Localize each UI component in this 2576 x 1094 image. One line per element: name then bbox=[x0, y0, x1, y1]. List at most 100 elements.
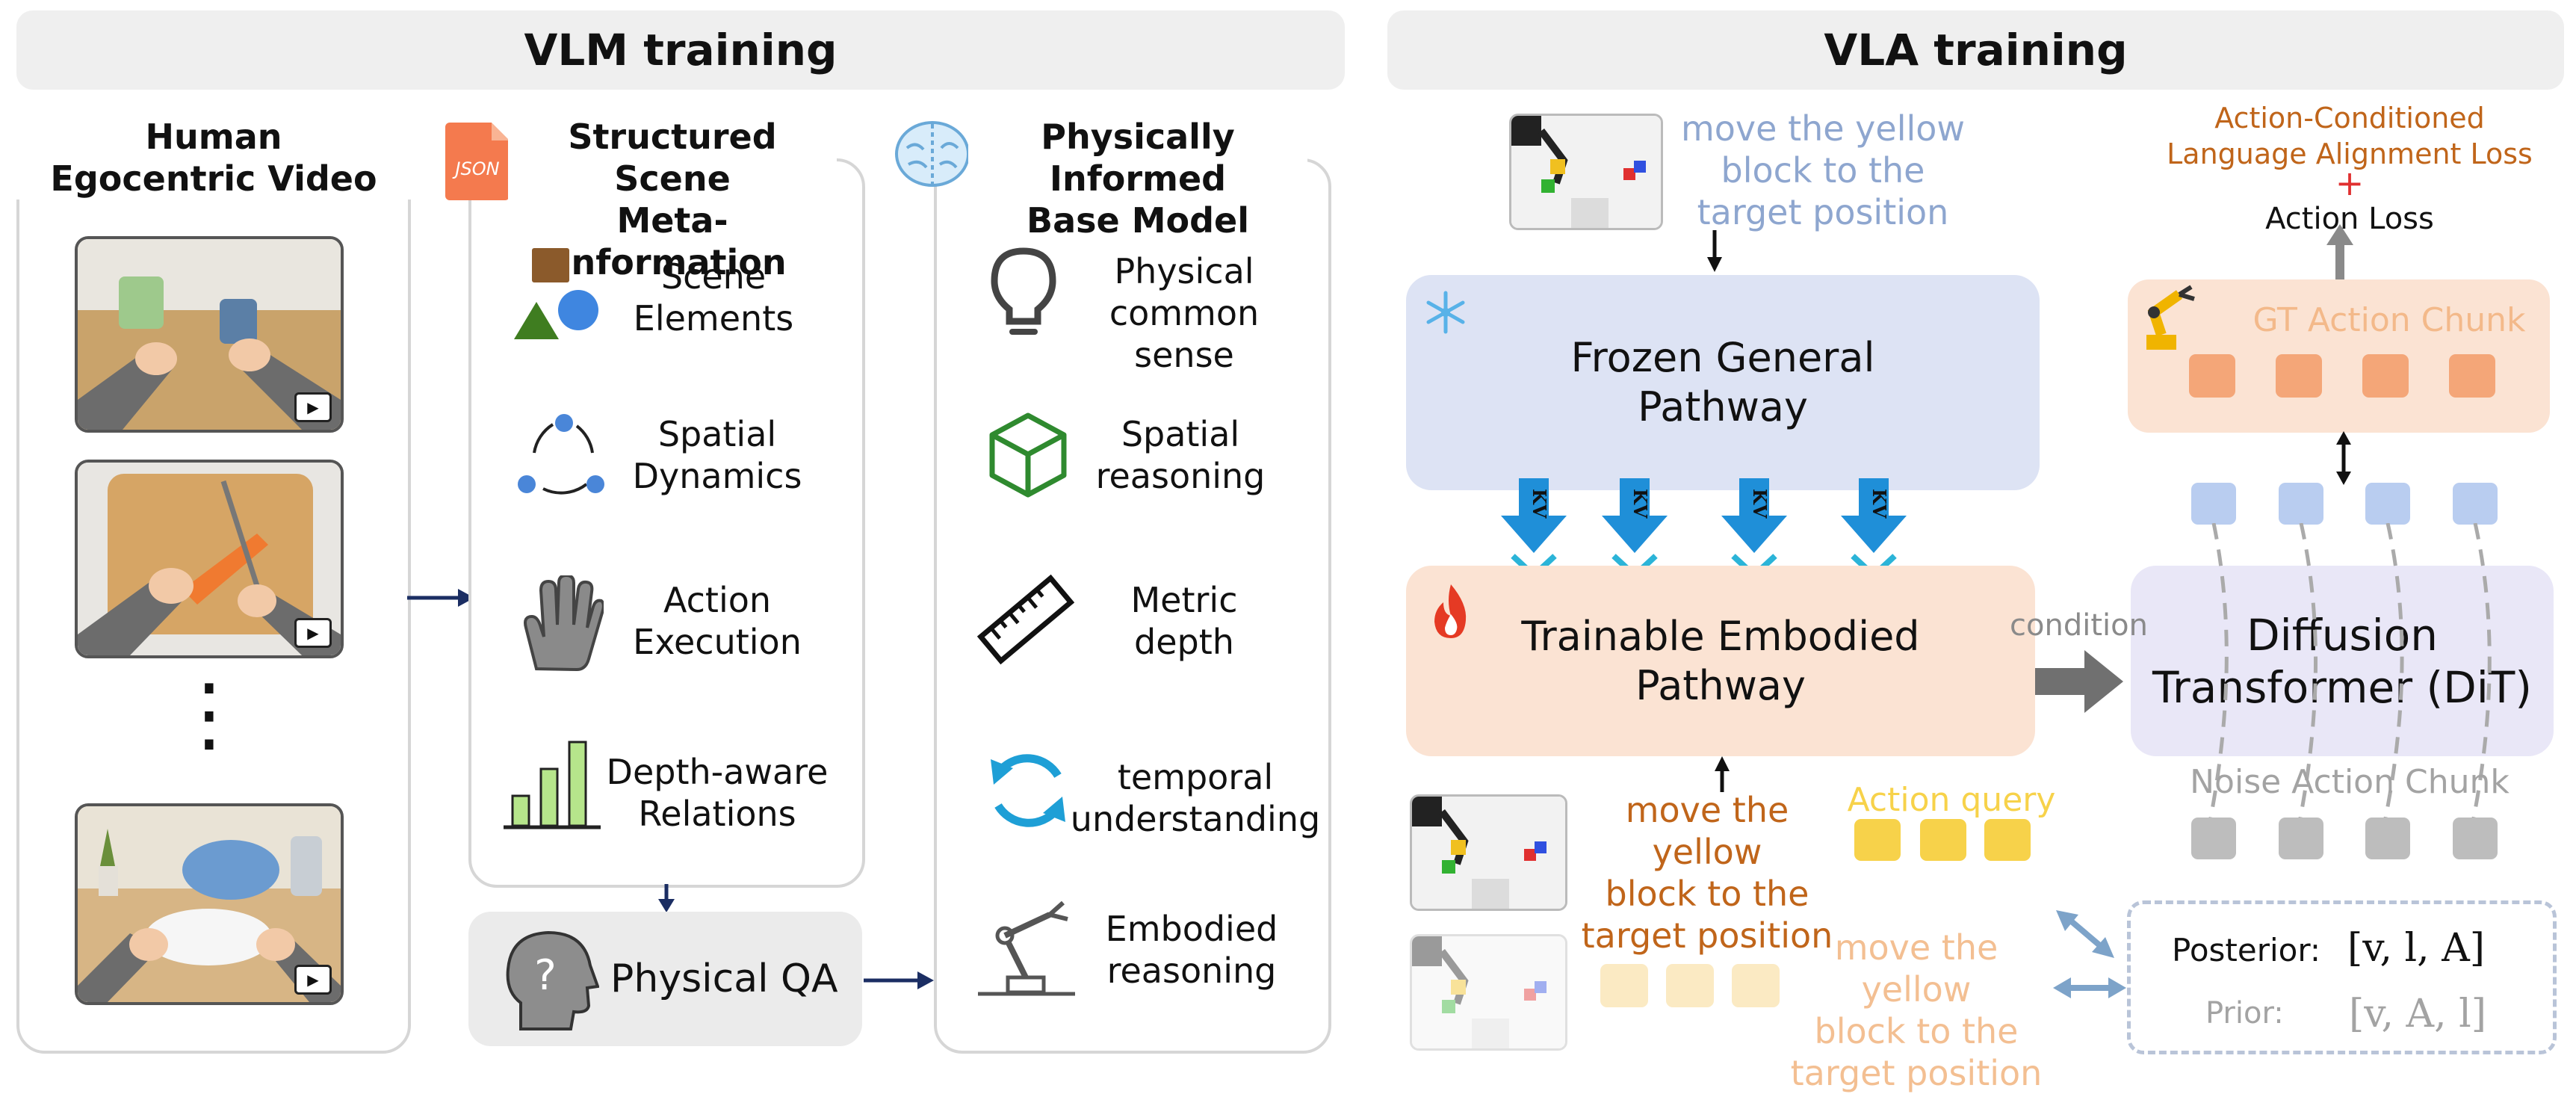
predicted-action-token bbox=[2191, 483, 2236, 525]
action-query-token bbox=[1854, 819, 1901, 861]
meta-item-spatial-dynamics: Spatial Dynamics bbox=[632, 414, 802, 496]
posterior-label: Posterior: bbox=[2172, 932, 2321, 968]
brain-icon bbox=[895, 121, 970, 187]
instruction-text: move the yellow block to the target posi… bbox=[1581, 790, 1833, 956]
prior-value: [v, A, l] bbox=[2349, 992, 2487, 1036]
arrow-to-trainable bbox=[1715, 756, 1730, 792]
snowflake-icon bbox=[1426, 291, 1465, 334]
arrow-video-to-meta bbox=[407, 589, 474, 607]
kv-arrow: KV bbox=[1498, 478, 1569, 583]
robot-arm-icon bbox=[978, 900, 1075, 996]
noise-action-token bbox=[2453, 818, 2498, 859]
action-query-label: Action query bbox=[1847, 781, 2056, 819]
vlm-training-banner: VLM training bbox=[16, 10, 1345, 90]
arrow-meta-to-qa bbox=[658, 884, 675, 912]
predicted-action-token bbox=[2365, 483, 2410, 525]
vla-training-banner: VLA training bbox=[1387, 10, 2564, 90]
dit-label: Diffusion Transformer (DiT) bbox=[2152, 609, 2532, 713]
kv-label: KV bbox=[1529, 489, 1550, 519]
arrow-to-loss bbox=[2326, 224, 2353, 280]
video-frame-bowls[interactable]: ▶ bbox=[75, 803, 344, 1005]
noise-action-token bbox=[2365, 818, 2410, 859]
vlm-training-title: VLM training bbox=[524, 25, 837, 75]
ruler-icon bbox=[977, 574, 1074, 665]
arrow-qa-to-base bbox=[864, 971, 934, 989]
predicted-action-token bbox=[2279, 483, 2323, 525]
robot-scene-thumbnail-top bbox=[1509, 114, 1663, 230]
question-mark: ? bbox=[534, 951, 557, 1000]
frozen-general-pathway: Frozen General Pathway bbox=[1406, 275, 2040, 490]
condition-arrow bbox=[2035, 650, 2123, 713]
bar-chart-icon bbox=[504, 741, 601, 829]
diffusion-transformer-box: Diffusion Transformer (DiT) bbox=[2131, 566, 2554, 756]
physical-qa-label: Physical QA bbox=[610, 957, 838, 1001]
gt-action-token bbox=[2276, 354, 2322, 398]
json-file-icon: JSON bbox=[445, 123, 510, 200]
kv-label: KV bbox=[1868, 489, 1890, 519]
play-icon[interactable]: ▶ bbox=[294, 392, 332, 422]
egocentric-video-title: Human Egocentric Video bbox=[16, 116, 411, 200]
physical-qa-box: ? Physical QA bbox=[468, 912, 862, 1046]
base-item-physical-common-sense: Physical common sense bbox=[1109, 251, 1260, 375]
faded-instruction-text: move the yellow block to the target posi… bbox=[1790, 927, 2043, 1093]
cube-icon bbox=[989, 412, 1067, 498]
alignment-loss-label: Action-Conditioned Language Alignment Lo… bbox=[2167, 102, 2533, 170]
head-question-icon: ? bbox=[506, 930, 599, 1030]
json-badge-text: JSON bbox=[455, 158, 500, 179]
condition-label: condition bbox=[2010, 608, 2148, 643]
diffusion-trajectories bbox=[2208, 523, 2492, 822]
video-frame-mugs[interactable]: ▶ bbox=[75, 236, 344, 433]
robot-scene-thumbnail bbox=[1410, 794, 1567, 911]
gt-action-token bbox=[2362, 354, 2409, 398]
video-frame-carrot[interactable]: ▶ bbox=[75, 460, 344, 658]
kv-label: KV bbox=[1629, 489, 1651, 519]
frozen-pathway-label: Frozen General Pathway bbox=[1570, 334, 1875, 430]
base-item-metric-depth: Metric depth bbox=[1130, 580, 1238, 662]
industrial-robot-icon bbox=[2146, 285, 2195, 350]
meta-item-depth-aware-relations: Depth-aware Relations bbox=[606, 752, 829, 834]
hand-icon bbox=[524, 575, 604, 672]
gt-action-token bbox=[2189, 354, 2235, 398]
play-icon[interactable]: ▶ bbox=[294, 618, 332, 648]
noise-action-token bbox=[2279, 818, 2323, 859]
action-query-token bbox=[1984, 819, 2031, 861]
faded-action-token bbox=[1666, 964, 1714, 1007]
noise-action-token bbox=[2191, 818, 2236, 859]
ellipsis-icon: ⋮ bbox=[168, 666, 250, 761]
base-model-panel bbox=[934, 158, 1331, 1054]
trainable-embodied-pathway: Trainable Embodied Pathway bbox=[1406, 566, 2035, 756]
vla-training-title: VLA training bbox=[1824, 25, 2128, 75]
posterior-prior-box: Posterior: [v, l, A] Prior: [v, A, l] bbox=[2127, 900, 2557, 1054]
base-item-embodied-reasoning: Embodied reasoning bbox=[1105, 909, 1278, 991]
cycle-icon bbox=[991, 754, 1065, 827]
action-query-token bbox=[1920, 819, 1966, 861]
flame-icon bbox=[1434, 584, 1467, 638]
robot-scene-thumbnail-faded bbox=[1410, 934, 1567, 1051]
base-model-title: Physically Informed Base Model bbox=[968, 116, 1307, 241]
double-arrow-gt bbox=[2336, 431, 2351, 485]
prior-label: Prior: bbox=[2205, 996, 2284, 1030]
orbit-icon bbox=[518, 414, 604, 495]
meta-item-scene-elements: Scene Elements bbox=[633, 256, 794, 339]
trainable-pathway-label: Trainable Embodied Pathway bbox=[1521, 612, 1920, 709]
play-icon[interactable]: ▶ bbox=[294, 965, 332, 995]
gt-action-chunk-box: GT Action Chunk bbox=[2128, 279, 2550, 433]
posterior-value: [v, l, A] bbox=[2347, 926, 2486, 971]
top-instruction-text: move the yellow block to the target posi… bbox=[1680, 108, 1966, 232]
base-item-temporal-understanding: temporal understanding bbox=[1070, 757, 1321, 839]
kv-arrow: KV bbox=[1718, 478, 1789, 583]
shapes-icon bbox=[514, 248, 598, 339]
faded-action-token bbox=[1732, 964, 1780, 1007]
plus-sign: + bbox=[2335, 163, 2365, 203]
predicted-action-token bbox=[2453, 483, 2498, 525]
noise-action-chunk-label: Noise Action Chunk bbox=[2190, 763, 2510, 801]
base-item-spatial-reasoning: Spatial reasoning bbox=[1095, 414, 1266, 496]
gt-action-token bbox=[2449, 354, 2495, 398]
scene-meta-title: Structured Scene Meta-Information bbox=[508, 116, 837, 283]
gt-action-chunk-label: GT Action Chunk bbox=[2253, 301, 2526, 339]
arrow-to-frozen bbox=[1707, 230, 1722, 272]
kv-arrow: KV bbox=[1838, 478, 1909, 583]
meta-item-action-execution: Action Execution bbox=[633, 580, 802, 662]
posterior-arrows bbox=[2053, 910, 2126, 998]
lightbulb-icon bbox=[991, 247, 1056, 335]
